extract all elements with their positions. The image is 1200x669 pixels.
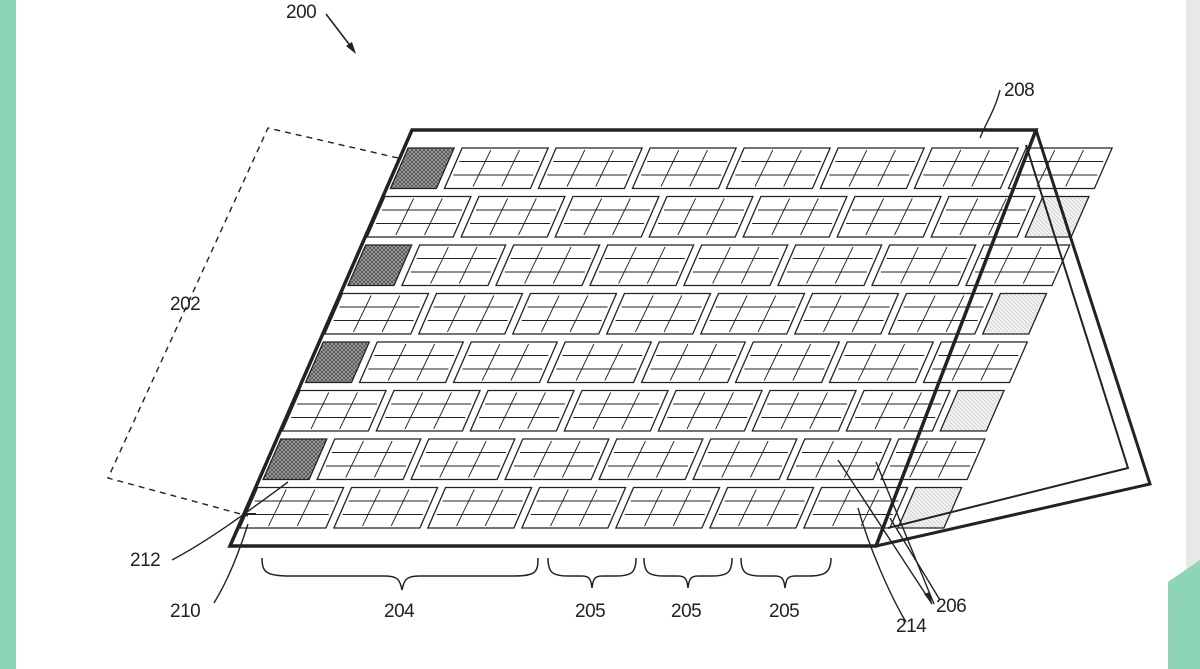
panel-module [546, 341, 653, 384]
panel-module [819, 147, 926, 190]
panel-module [316, 438, 422, 481]
panel-module [598, 438, 704, 481]
ref-210-label: 210 [170, 601, 200, 622]
panel-module [323, 292, 430, 335]
panel-module [605, 292, 712, 335]
panel-module [238, 486, 345, 529]
dark-end-module [346, 244, 413, 287]
panel-module [964, 244, 1071, 287]
panel-module [511, 292, 618, 335]
panel-module [469, 389, 576, 432]
panel-module [751, 389, 858, 432]
panel-module [400, 244, 507, 287]
panel-module [880, 438, 986, 481]
panel-module [699, 292, 806, 335]
dark-end-module [304, 341, 371, 384]
ref-206-label: 206 [936, 596, 966, 617]
ref-212-label: 212 [130, 550, 160, 571]
panel-module [640, 341, 747, 384]
panel-module [452, 341, 559, 384]
dark-end-module [262, 438, 328, 481]
panel-module [682, 244, 789, 287]
panel-module [417, 292, 524, 335]
reference-callouts [107, 13, 1001, 623]
corner-accent-shape [1168, 560, 1200, 669]
left-accent-bar [0, 0, 16, 669]
ref-200-label: 200 [286, 2, 316, 23]
light-end-module [896, 486, 963, 529]
panel-module [504, 438, 610, 481]
panel-module [631, 147, 738, 190]
light-end-module [1024, 195, 1090, 238]
panel-module [366, 195, 472, 238]
reference-labels: 200 208 202 212 210 204 205 205 205 206 … [130, 2, 1035, 637]
panel-module [648, 195, 754, 238]
panel-module [786, 438, 892, 481]
panel-module [332, 486, 439, 529]
ref-208-label: 208 [1004, 80, 1034, 101]
panel-module [793, 292, 900, 335]
support-frame [875, 129, 1152, 548]
panel-module [443, 147, 550, 190]
panel-module [776, 244, 883, 287]
ref-202-label: 202 [170, 294, 200, 315]
panel-module [692, 438, 798, 481]
ref-204-label: 204 [384, 601, 415, 622]
panel-module [1007, 147, 1114, 190]
panel-module [460, 195, 566, 238]
ref-214-label: 214 [896, 616, 927, 637]
panel-module [734, 341, 841, 384]
panel-module [426, 486, 533, 529]
dark-end-module [389, 147, 456, 190]
panel-module [494, 244, 601, 287]
light-end-module [939, 389, 1006, 432]
panel-module [742, 195, 848, 238]
panel-module [887, 292, 994, 335]
panel-module [870, 244, 977, 287]
panel-outline [227, 128, 1039, 548]
panel-array [238, 147, 1114, 529]
panel-module [554, 195, 660, 238]
right-side-bar [1186, 0, 1200, 669]
panel-module [836, 195, 942, 238]
panel-module [725, 147, 832, 190]
panel-module [410, 438, 516, 481]
panel-module [657, 389, 764, 432]
ref-205-label-1: 205 [575, 601, 605, 622]
panel-module [930, 195, 1036, 238]
panel-module [520, 486, 627, 529]
ref-205-label-3: 205 [769, 601, 799, 622]
ref-205-label-2: 205 [671, 601, 701, 622]
panel-module [537, 147, 644, 190]
panel-module [828, 341, 935, 384]
panel-module [708, 486, 815, 529]
panel-module [922, 341, 1029, 384]
panel-module [358, 341, 465, 384]
panel-module [588, 244, 695, 287]
panel-module [281, 389, 388, 432]
light-end-module [981, 292, 1048, 335]
panel-module [563, 389, 670, 432]
panel-module [913, 147, 1020, 190]
panel-module [614, 486, 721, 529]
panel-module [375, 389, 482, 432]
